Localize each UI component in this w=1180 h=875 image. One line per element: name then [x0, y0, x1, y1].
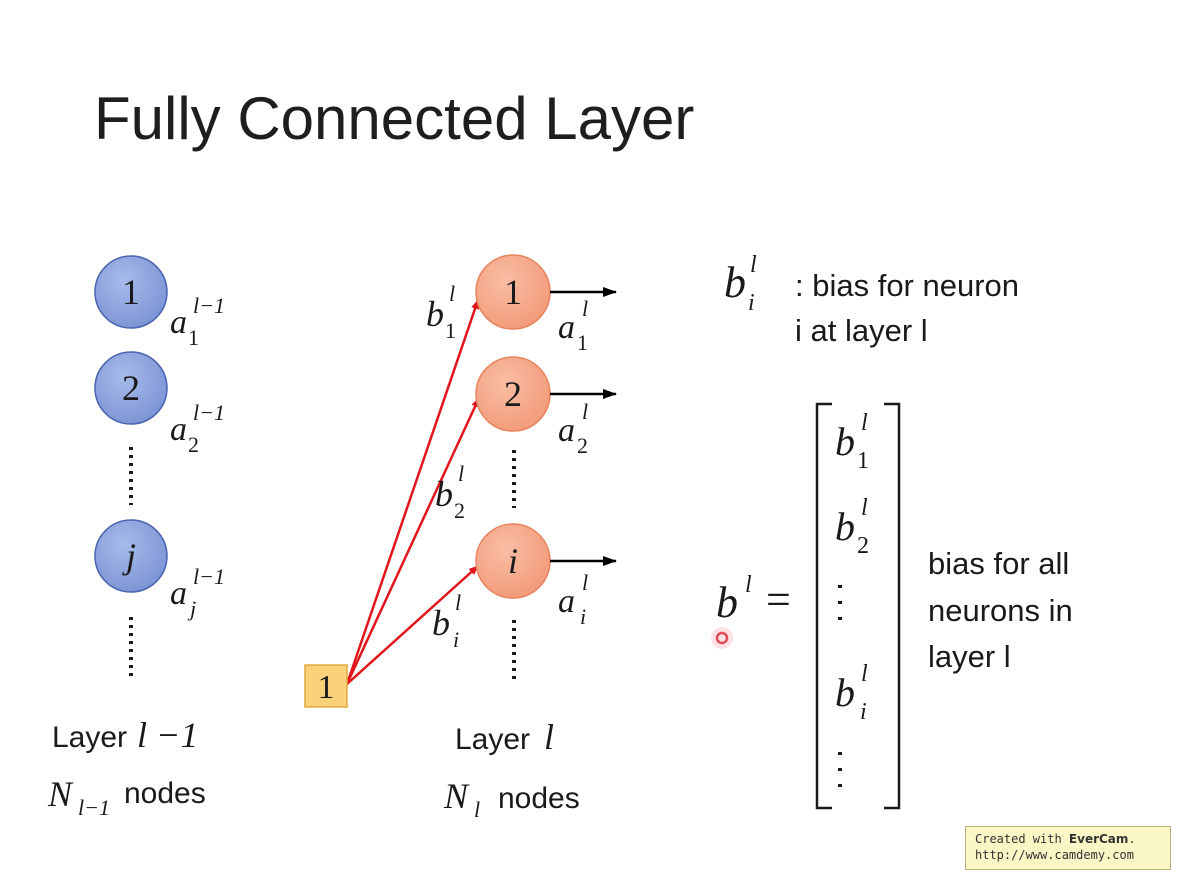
matrix-left-bracket — [815, 402, 832, 810]
prev-act-1: a — [170, 304, 187, 341]
prev-act-j: a — [170, 575, 187, 612]
matrix-right-bracket — [884, 402, 901, 810]
cur-act-2-sup: l — [582, 399, 588, 424]
prev-node-1 — [94, 255, 168, 329]
vector-entry-2-sup: l — [861, 495, 868, 521]
presenter-cursor — [715, 631, 729, 645]
bias-label-1: b — [426, 294, 444, 334]
vector-equals: = — [766, 575, 791, 624]
vector-definition-line-3: layer l — [928, 639, 1011, 674]
prev-node-j-label: j — [122, 536, 136, 576]
cur-layer-count: N — [443, 776, 470, 816]
cur-node-i-label: i — [508, 541, 518, 581]
bias-input-label: 1 — [318, 669, 335, 706]
cur-act-1-sup: l — [582, 296, 588, 321]
vector-symbol: b — [716, 578, 738, 627]
bias-symbol-sup: l — [750, 252, 757, 278]
prev-layer-count-sub: l−1 — [78, 795, 110, 820]
vector-entry-i: b — [835, 670, 855, 715]
cur-act-i: a — [558, 583, 575, 620]
prev-layer-count: N — [47, 774, 74, 814]
prev-node-j — [94, 519, 168, 593]
prev-act-2-sup: l−1 — [193, 400, 225, 425]
slide-title: Fully Connected Layer — [94, 85, 695, 152]
bias-symbol: b — [724, 258, 746, 307]
vector-entry-1: b — [835, 419, 855, 464]
cur-act-i-sub: i — [580, 604, 586, 629]
vector-symbol-sup: l — [745, 572, 752, 598]
prev-act-j-sub: j — [187, 596, 196, 621]
bias-label-i-sup: l — [455, 590, 461, 615]
watermark-brand: EverCam — [1068, 832, 1129, 846]
prev-layer-label: Layer l −1 — [52, 715, 198, 755]
vector-definition-line-1: bias for all — [928, 546, 1070, 581]
cur-node-2-label: 2 — [504, 374, 522, 414]
bias-label-2-sup: l — [458, 461, 464, 486]
prev-node-2-label: 2 — [122, 368, 140, 408]
cur-act-1: a — [558, 309, 575, 346]
bias-label-1-sup: l — [449, 281, 455, 306]
bias-label-1-sub: 1 — [445, 318, 456, 343]
watermark-line-1: Created with EverCam. — [975, 831, 1170, 847]
vector-entry-1-sub: 1 — [857, 448, 869, 474]
bias-definition-line-1: : bias for neuron — [795, 268, 1020, 303]
vector-entry-2: b — [835, 504, 855, 549]
vector-entry-i-sup: l — [861, 661, 868, 687]
prev-act-1-sub: 1 — [188, 325, 199, 350]
cur-act-i-sup: l — [582, 570, 588, 595]
bias-definition-line-2: i at layer l — [795, 313, 928, 349]
bias-arrow-2 — [345, 397, 481, 685]
vector-entry-1-sup: l — [861, 410, 868, 436]
bias-arrow-i — [346, 565, 479, 685]
cur-node-1-label: 1 — [504, 272, 522, 312]
bias-label-i: b — [432, 603, 450, 643]
vector-entry-i-sub: i — [860, 699, 867, 725]
presenter-cursor-glow — [711, 627, 733, 649]
bias-arrow-1 — [345, 299, 480, 685]
vector-definition-line-2: neurons in — [928, 592, 1073, 628]
bias-input-box — [304, 664, 348, 708]
watermark-prefix: Created with — [975, 832, 1069, 846]
bias-label-i-sub: i — [453, 627, 459, 652]
prev-act-2: a — [170, 411, 187, 448]
bias-symbol-sub: i — [748, 290, 755, 316]
prev-act-1-sup: l−1 — [193, 293, 225, 318]
cur-act-2: a — [558, 412, 575, 449]
prev-act-2-sub: 2 — [188, 432, 199, 457]
cur-act-1-sub: 1 — [577, 330, 588, 355]
cur-act-2-sub: 2 — [577, 433, 588, 458]
bias-definition-text: : bias for neuron i at layer l — [795, 262, 1019, 355]
bias-label-2-sub: 2 — [454, 498, 465, 523]
prev-layer: 1 2 j a l−1 1 a l−1 2 a l−1 j — [47, 255, 225, 820]
cur-layer-count-sub: l — [474, 797, 480, 822]
prev-node-2 — [94, 351, 168, 425]
definitions: b l i b l = b l 1 b l 2 b l i — [711, 252, 901, 810]
vector-definition-text: bias for all neurons in layer l — [928, 541, 1073, 681]
vector-entry-2-sub: 2 — [857, 533, 869, 559]
prev-node-1-label: 1 — [122, 272, 140, 312]
cur-layer-label: Layer l — [455, 717, 554, 757]
cur-layer: 1 1 2 i a l 1 a l 2 a l i b — [304, 254, 617, 822]
watermark-url[interactable]: http://www.camdemy.com — [975, 848, 1134, 862]
prev-act-j-sup: l−1 — [193, 564, 225, 589]
bias-label-2: b — [435, 474, 453, 514]
cur-layer-count-word: nodes — [498, 782, 580, 815]
prev-layer-count-word: nodes — [124, 777, 206, 810]
watermark-suffix: . — [1128, 832, 1136, 846]
evercam-watermark[interactable]: Created with EverCam. http://www.camdemy… — [965, 826, 1171, 870]
